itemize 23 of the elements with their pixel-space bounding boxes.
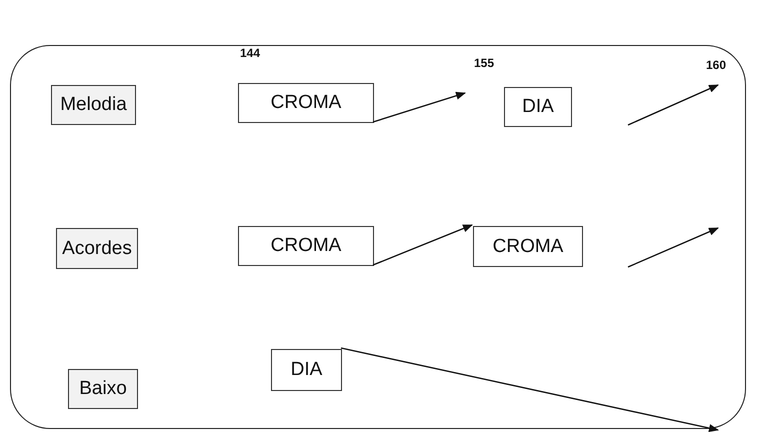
- box-text: Baixo: [79, 378, 127, 400]
- process-box: [473, 226, 583, 267]
- process-box: [504, 87, 572, 127]
- process-box: [271, 349, 342, 391]
- box-text: CROMA: [270, 92, 342, 114]
- rounded-frame: [10, 45, 746, 429]
- column-number: 155: [474, 56, 494, 70]
- process-box: [238, 226, 374, 266]
- arrow: [372, 92, 466, 123]
- row-label-box: [51, 85, 136, 125]
- box-text: Acordes: [62, 238, 132, 260]
- arrow: [372, 224, 473, 266]
- process-box: [238, 83, 374, 123]
- row-label-box: [68, 369, 138, 409]
- box-text: Melodia: [60, 94, 127, 116]
- row-label-box: [56, 228, 138, 269]
- column-number: 160: [706, 58, 726, 72]
- box-text: DIA: [522, 96, 554, 118]
- box-text: DIA: [290, 359, 322, 381]
- column-number: 144: [240, 46, 260, 60]
- box-text: CROMA: [270, 235, 342, 257]
- box-text: CROMA: [492, 236, 564, 258]
- arrow: [340, 347, 719, 432]
